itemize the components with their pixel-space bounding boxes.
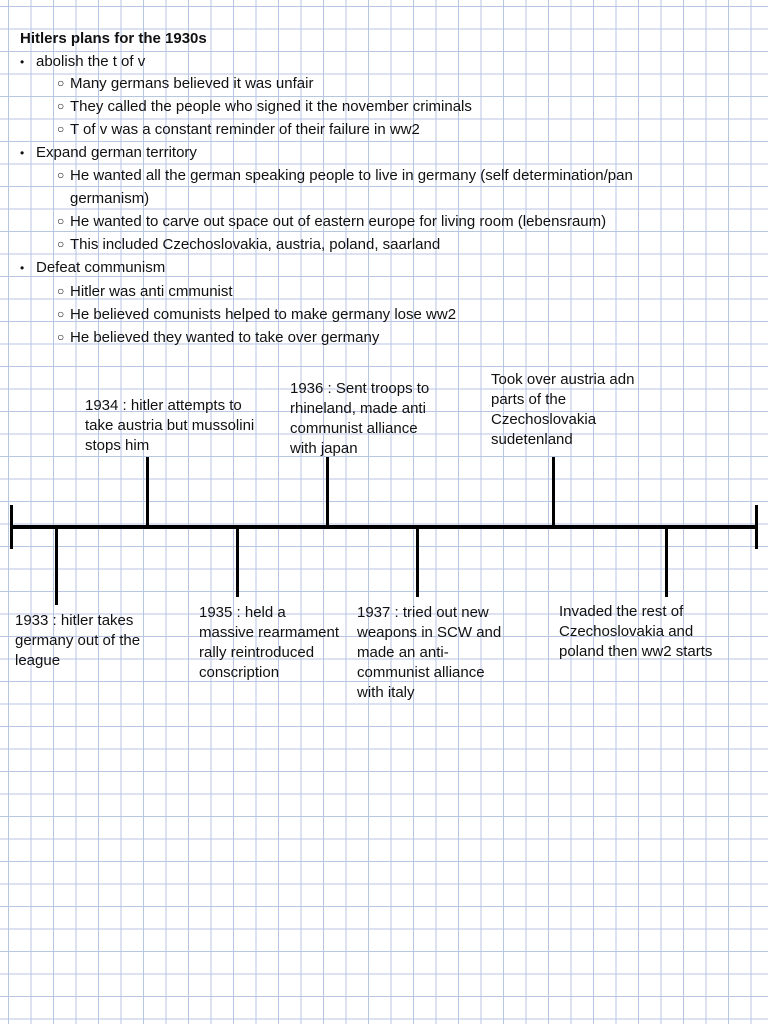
timeline-event-1939: Invaded the rest of Czechoslovakia and p… — [559, 603, 713, 660]
circle-bullet-icon: ○ — [57, 76, 65, 90]
sub-bullet-text: Hitler was anti cmmunist — [70, 283, 233, 300]
sub-bullet-text: T of v was a constant reminder of their … — [70, 121, 420, 138]
timeline-end-cap — [755, 505, 758, 549]
bullet-text: Expand german territory — [36, 144, 197, 161]
timeline-event-1936: 1936 : Sent troops to rhineland, made an… — [290, 380, 430, 457]
sub-bullet-text: He believed comunists helped to make ger… — [70, 306, 457, 323]
sub-bullet-text: They called the people who signed it the… — [70, 98, 472, 115]
circle-bullet-icon: ○ — [57, 284, 65, 298]
circle-bullet-icon: ○ — [57, 307, 65, 321]
bullet-text: Defeat communism — [36, 259, 166, 276]
timeline-tick-1937 — [416, 527, 419, 597]
timeline-tick-1935 — [236, 527, 239, 597]
bullet-text: abolish the t of v — [36, 53, 146, 70]
timeline-tick-1934 — [146, 457, 149, 527]
timeline-event-1937: 1937 : tried out new weapons in SCW and … — [357, 604, 502, 701]
sub-bullet-item: ○ They called the people who signed it t… — [57, 95, 472, 118]
sub-bullet-item: ○ He wanted to carve out space out of ea… — [57, 210, 607, 233]
sub-bullet-item: ○ Hitler was anti cmmunist — [57, 280, 233, 303]
page-title: Hitlers plans for the 1930s — [20, 30, 207, 47]
bullet-icon: • — [20, 261, 25, 275]
sub-bullet-text: He wanted all the german speaking people… — [70, 167, 633, 207]
sub-bullet-item: ○ He wanted all the german speaking peop… — [57, 164, 710, 210]
timeline-event-1938: Took over austria adn parts of the Czech… — [491, 371, 635, 448]
sub-bullet-text: Many germans believed it was unfair — [70, 75, 314, 92]
circle-bullet-icon: ○ — [57, 214, 65, 228]
timeline-event-1934: 1934 : hitler attempts to take austria b… — [85, 397, 255, 454]
sub-bullet-text: This included Czechoslovakia, austria, p… — [70, 236, 441, 253]
timeline-event-1935: 1935 : held a massive rearmament rally r… — [199, 604, 340, 681]
bullet-icon: • — [20, 55, 25, 69]
timeline-axis — [10, 525, 758, 529]
sub-bullet-item: ○ He believed comunists helped to make g… — [57, 303, 457, 326]
circle-bullet-icon: ○ — [57, 168, 65, 182]
sub-bullet-item: ○ He believed they wanted to take over g… — [57, 326, 380, 349]
circle-bullet-icon: ○ — [57, 99, 65, 113]
circle-bullet-icon: ○ — [57, 237, 65, 251]
bullet-item: • Expand german territory — [20, 143, 197, 163]
sub-bullet-item: ○ T of v was a constant reminder of thei… — [57, 118, 420, 141]
bullet-item: • abolish the t of v — [20, 52, 146, 72]
timeline-tick-1936 — [326, 457, 329, 527]
bullet-item: • Defeat communism — [20, 258, 166, 278]
bullet-icon: • — [20, 146, 25, 160]
circle-bullet-icon: ○ — [57, 330, 65, 344]
sub-bullet-item: ○ This included Czechoslovakia, austria,… — [57, 233, 441, 256]
sub-bullet-text: He wanted to carve out space out of east… — [70, 213, 607, 230]
circle-bullet-icon: ○ — [57, 122, 65, 136]
sub-bullet-item: ○ Many germans believed it was unfair — [57, 72, 314, 95]
timeline-tick-1939 — [665, 527, 668, 597]
timeline-start-cap — [10, 505, 13, 549]
timeline-event-1933: 1933 : hitler takes germany out of the l… — [15, 612, 141, 669]
sub-bullet-text: He believed they wanted to take over ger… — [70, 329, 380, 346]
timeline-tick-1933 — [55, 527, 58, 605]
timeline-tick-1938 — [552, 457, 555, 527]
